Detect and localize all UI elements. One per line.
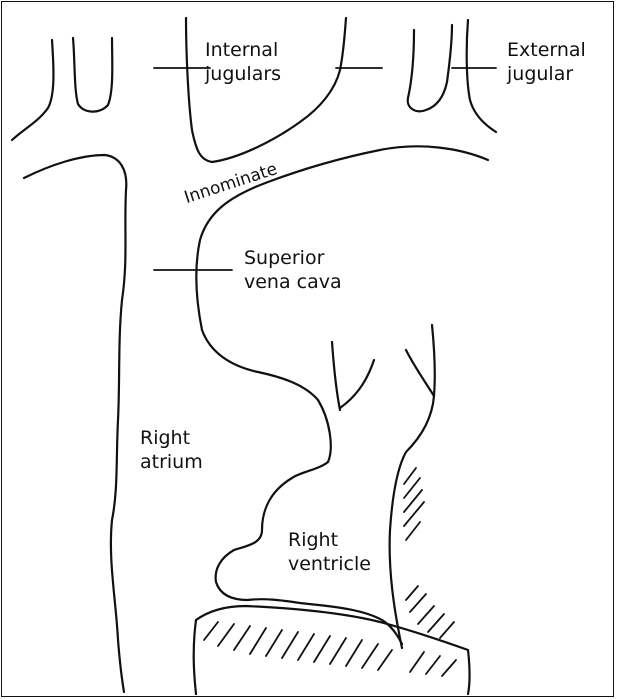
superior-vena-cava-label-line2: vena cava (244, 270, 342, 294)
left-jugular-u-vessel (73, 38, 112, 112)
external-jugular-u-vessel (408, 25, 452, 111)
external-jugular-label-line2: jugular (507, 62, 586, 86)
ventricle-wall-hatching (404, 468, 454, 638)
right-atrium-left-wall (24, 155, 126, 692)
right-ventricle-label-line1: Right (288, 528, 371, 552)
left-jugular-outer-wall (12, 40, 53, 140)
external-jugular-label-line1: External (507, 38, 586, 62)
internal-jugulars-label: Internal jugulars (205, 38, 281, 86)
diaphragm-hatching (204, 622, 456, 676)
superior-vena-cava-label: Superior vena cava (244, 246, 342, 294)
right-ventricle-label: Right ventricle (288, 528, 371, 576)
right-ventricle-label-line2: ventricle (288, 552, 371, 576)
internal-jugulars-label-line1: Internal (205, 38, 281, 62)
ventricle-left-twig (340, 360, 374, 408)
right-atrium-label: Right atrium (140, 426, 203, 474)
external-jugular-outer-wall (467, 20, 496, 132)
external-jugular-label: External jugular (507, 38, 586, 86)
ventricle-right-branch (406, 350, 434, 396)
ventricle-left-branch (332, 342, 340, 410)
right-atrium-label-line1: Right (140, 426, 203, 450)
diaphragm-left-edge (194, 620, 196, 694)
right-atrium-label-line2: atrium (140, 450, 203, 474)
diaphragm-right-edge (468, 650, 470, 694)
superior-vena-cava-label-line1: Superior (244, 246, 342, 270)
internal-jugulars-label-line2: jugulars (205, 62, 281, 86)
